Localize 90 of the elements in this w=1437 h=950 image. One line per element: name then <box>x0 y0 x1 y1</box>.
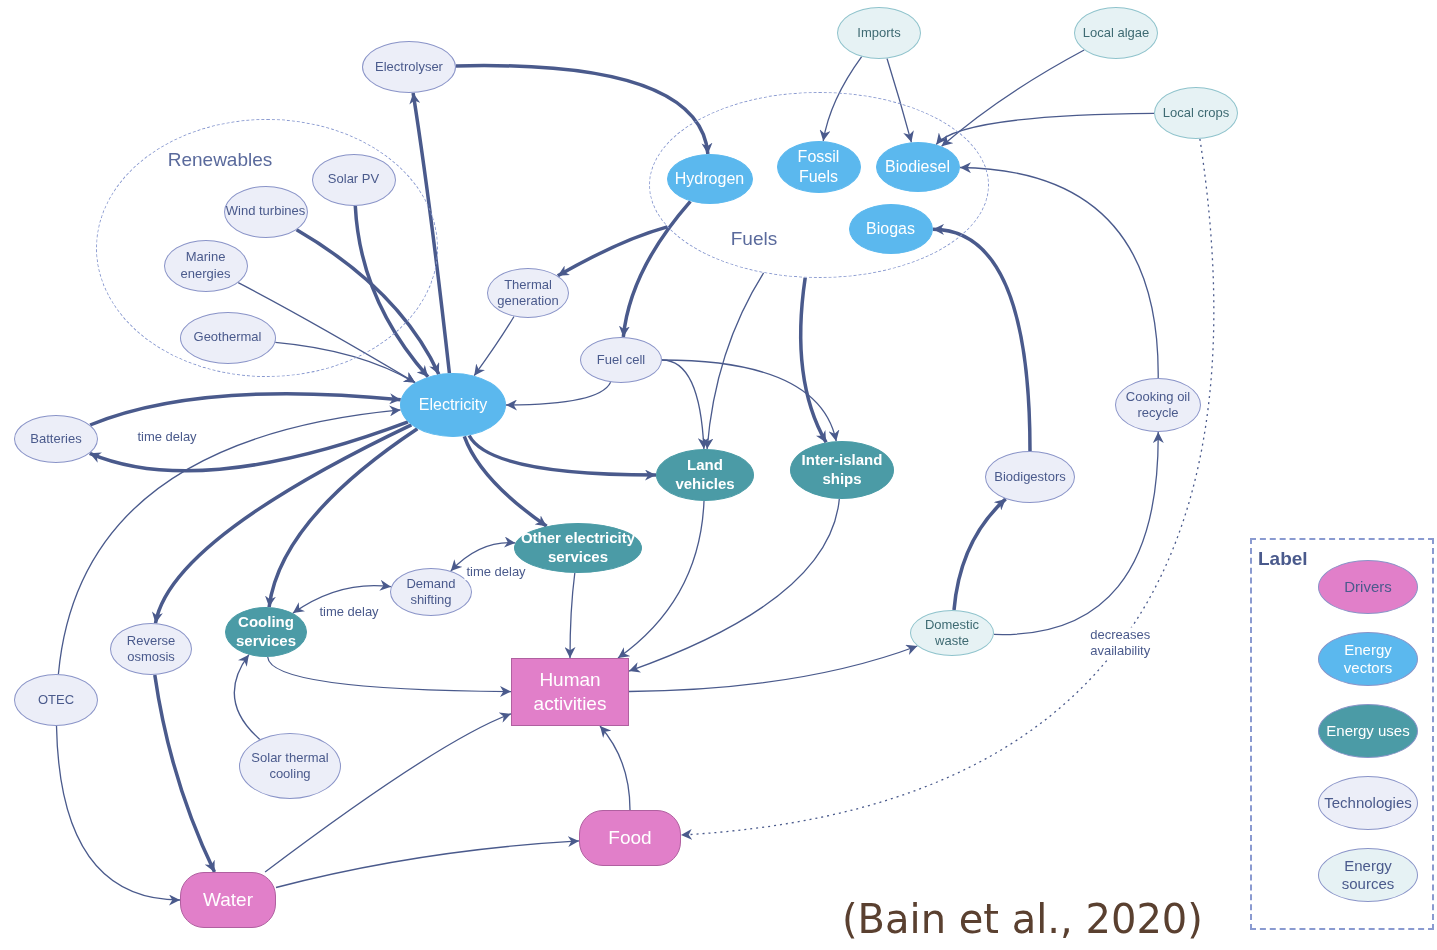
arrow <box>617 500 705 659</box>
legend-label: Energy uses <box>1326 722 1410 740</box>
node-label: Imports <box>857 24 901 42</box>
arrow <box>265 427 419 608</box>
arrow <box>680 138 1214 840</box>
arrow <box>993 431 1164 636</box>
node-label: Inter-island ships <box>800 451 884 489</box>
node-label: Local algae <box>1082 24 1150 42</box>
arrow <box>702 272 765 450</box>
arrow <box>599 725 631 811</box>
node-label: Other electricity services <box>519 529 637 567</box>
arrow <box>619 200 692 338</box>
node-label: Demand shifting <box>405 575 457 609</box>
arrow <box>935 112 1155 146</box>
arrow <box>661 359 839 442</box>
node-label: Cooking oil recycle <box>1124 388 1192 422</box>
arrow <box>89 420 409 473</box>
arrow <box>628 644 918 693</box>
arrow <box>275 836 580 889</box>
legend-label: Technologies <box>1324 794 1412 812</box>
node-label: Land vehicles <box>674 456 736 494</box>
legend-label: Drivers <box>1344 578 1392 596</box>
edge-label: time delay <box>135 429 199 445</box>
node-label: Hydrogen <box>674 168 745 189</box>
node-label: Cooling services <box>234 613 298 651</box>
ellipse-node <box>400 373 506 437</box>
node-label: OTEC <box>37 691 75 709</box>
ellipse-node <box>487 268 569 318</box>
arrow <box>89 392 401 427</box>
group-title: Renewables <box>167 149 273 171</box>
arrow <box>57 405 402 675</box>
arrow <box>274 341 416 384</box>
arrow <box>450 536 517 572</box>
arrow <box>940 49 1085 147</box>
caption: (Bain et al., 2020) <box>842 896 1203 942</box>
edge-label: time delay <box>317 604 381 620</box>
arrow <box>505 381 612 411</box>
node-label: Biodiesel <box>885 156 950 177</box>
ellipse-node <box>311 153 396 206</box>
ellipse-node <box>910 610 994 656</box>
arrow <box>153 423 413 624</box>
node-label: Food <box>608 826 652 850</box>
node-label: Thermal generation <box>496 276 560 310</box>
legend-title: Label <box>1258 548 1308 570</box>
node-label: Fuel cell <box>596 351 646 369</box>
node-label: Reverse osmosis <box>125 632 177 666</box>
node-label: Human activities <box>532 668 608 716</box>
node-label: Domestic waste <box>923 616 981 650</box>
node-label: Solar PV <box>327 171 380 188</box>
arrow <box>267 656 512 697</box>
arrow <box>932 225 1032 452</box>
group-title: Fuels <box>730 228 778 250</box>
arrow <box>292 580 392 614</box>
ellipse-node <box>225 607 307 657</box>
node-label: Geothermal <box>193 329 262 346</box>
node-label: Electrolyser <box>375 58 443 76</box>
arrow <box>456 63 712 155</box>
node-label: Solar thermal cooling <box>250 749 330 783</box>
node-label: Biodigestors <box>994 468 1066 486</box>
arrow <box>153 674 217 873</box>
rectangle-node <box>511 658 629 726</box>
arrow <box>409 92 452 374</box>
arrow <box>556 225 668 278</box>
legend-label: Energy vectors <box>1342 641 1394 677</box>
rounded-node <box>180 872 276 928</box>
arrow <box>295 228 441 375</box>
arrow <box>55 725 181 905</box>
node-label: Batteries <box>30 430 82 448</box>
node-label: Biogas <box>866 218 915 239</box>
arrow <box>233 654 261 741</box>
arrow <box>628 498 840 673</box>
arrow <box>959 162 1159 379</box>
arrow <box>952 497 1007 611</box>
node-label: Electricity <box>418 395 488 415</box>
ellipse-node <box>1074 7 1158 59</box>
arrow <box>264 712 512 873</box>
node-label: Water <box>203 888 253 912</box>
rounded-node <box>579 810 681 866</box>
node-label: Marine energies <box>179 249 232 282</box>
arrow <box>462 435 548 528</box>
ellipse-node <box>14 415 98 463</box>
legend-label: Energy sources <box>1340 857 1396 893</box>
arrow <box>353 205 430 378</box>
node-label: Local crops <box>1162 104 1230 122</box>
node-label: Fossil Fuels <box>796 146 841 187</box>
arrow <box>886 57 914 143</box>
node-label: Wind turbines <box>225 203 306 220</box>
edge-label: time delay <box>464 564 528 580</box>
arrow <box>819 56 863 142</box>
arrow <box>564 572 576 659</box>
